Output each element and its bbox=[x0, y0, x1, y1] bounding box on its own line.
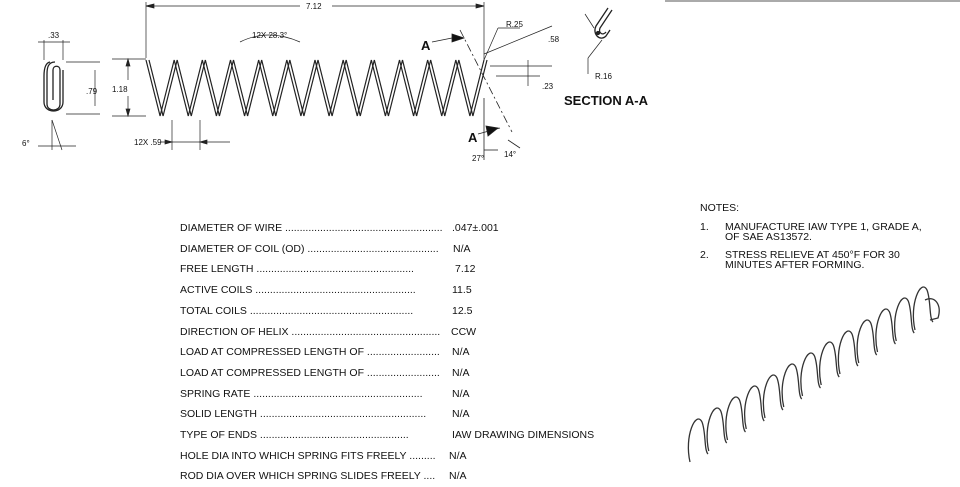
spec-label: TYPE OF ENDS ...........................… bbox=[180, 429, 409, 442]
spring-drawing: .33 .79 6° 7.12 1.18 12X 28.3° 12X .59 bbox=[22, 0, 960, 463]
spec-row: SPRING RATE ............................… bbox=[180, 384, 594, 405]
spec-value: 11.5 bbox=[452, 284, 472, 297]
spec-value: N/A bbox=[453, 242, 471, 255]
dim-pitch: 12X .59 bbox=[134, 138, 162, 147]
dim-angle-27: 27° bbox=[472, 154, 484, 163]
notes-block: NOTES: 1. MANUFACTURE IAW TYPE 1, GRADE … bbox=[700, 202, 940, 278]
spec-label: LOAD AT COMPRESSED LENGTH OF ...........… bbox=[180, 346, 440, 359]
spec-value: N/A bbox=[449, 449, 467, 462]
spec-value: 12.5 bbox=[452, 304, 473, 317]
dim-23: .23 bbox=[542, 82, 554, 91]
spring-spec-table: DIAMETER OF WIRE .......................… bbox=[180, 218, 594, 487]
spec-label: DIRECTION OF HELIX .....................… bbox=[180, 325, 441, 338]
spec-row: TOTAL COILS ............................… bbox=[180, 301, 594, 322]
section-marker-bottom: A bbox=[468, 130, 478, 145]
note-text: STRESS RELIEVE AT 450°F FOR 30 MINUTES A… bbox=[725, 249, 900, 271]
section-view-hook bbox=[584, 7, 613, 74]
dim-radius-outer: R.25 bbox=[506, 20, 523, 29]
spec-value: N/A bbox=[452, 408, 470, 421]
spec-label: SPRING RATE ............................… bbox=[180, 387, 423, 400]
spec-row: HOLE DIA INTO WHICH SPRING FITS FREELY .… bbox=[180, 446, 594, 467]
section-marker-top: A bbox=[421, 38, 431, 53]
spec-row: LOAD AT COMPRESSED LENGTH OF ...........… bbox=[180, 363, 594, 384]
spec-row: TYPE OF ENDS ...........................… bbox=[180, 425, 594, 446]
free-height-dim bbox=[112, 57, 146, 118]
spec-value: 7.12 bbox=[455, 263, 476, 276]
spec-row: DIAMETER OF WIRE .......................… bbox=[180, 218, 594, 239]
spec-row: SOLID LENGTH ...........................… bbox=[180, 404, 594, 425]
spring-coils bbox=[145, 59, 488, 117]
dim-radius-inner: R.16 bbox=[595, 72, 612, 81]
section-line bbox=[431, 29, 521, 160]
spec-value: N/A bbox=[452, 346, 470, 359]
spec-row: DIAMETER OF COIL (OD) ..................… bbox=[180, 239, 594, 260]
note-number: 2. bbox=[700, 249, 709, 261]
overall-length-dim bbox=[145, 2, 485, 60]
note-number: 1. bbox=[700, 221, 709, 233]
dim-overall-length: 7.12 bbox=[306, 2, 322, 11]
pitch-angle-dim bbox=[239, 34, 301, 43]
spec-value: .047±.001 bbox=[452, 222, 499, 234]
spec-label: DIAMETER OF WIRE .......................… bbox=[180, 222, 443, 234]
dim-end-width: .33 bbox=[48, 31, 60, 40]
section-title: SECTION A-A bbox=[564, 93, 649, 108]
isometric-spring-view bbox=[687, 286, 940, 463]
spec-value: IAW DRAWING DIMENSIONS bbox=[452, 429, 595, 442]
spec-label: ACTIVE COILS ...........................… bbox=[180, 284, 416, 297]
dim-pitch-angle: 12X 28.3° bbox=[252, 31, 287, 40]
dim-58: .58 bbox=[548, 35, 560, 44]
dim-end-angle: 6° bbox=[22, 139, 30, 148]
spec-row: DIRECTION OF HELIX .....................… bbox=[180, 322, 594, 343]
spec-row: LOAD AT COMPRESSED LENGTH OF ...........… bbox=[180, 342, 594, 363]
spec-value: CCW bbox=[451, 325, 477, 338]
end-view bbox=[43, 61, 64, 112]
dim-end-height: .79 bbox=[86, 87, 98, 96]
note-text: MANUFACTURE IAW TYPE 1, GRADE A, OF SAE … bbox=[725, 221, 922, 243]
spec-label: FREE LENGTH ............................… bbox=[180, 263, 414, 276]
notes-title: NOTES: bbox=[700, 202, 740, 214]
spec-value: N/A bbox=[452, 387, 470, 400]
spec-label: SOLID LENGTH ...........................… bbox=[180, 408, 427, 421]
end-detail-dims bbox=[483, 25, 553, 86]
dim-angle-14: 14° bbox=[504, 150, 516, 159]
dim-free-height: 1.18 bbox=[112, 85, 128, 94]
end-view-dims bbox=[38, 40, 100, 151]
spec-value: N/A bbox=[452, 366, 470, 379]
spec-label: DIAMETER OF COIL (OD) ..................… bbox=[180, 242, 439, 255]
spec-label: LOAD AT COMPRESSED LENGTH OF ...........… bbox=[180, 366, 440, 379]
pitch-dim bbox=[160, 120, 230, 150]
note-item: 1. MANUFACTURE IAW TYPE 1, GRADE A, OF S… bbox=[700, 221, 940, 243]
spec-row: FREE LENGTH ............................… bbox=[180, 259, 594, 280]
spec-label: HOLE DIA INTO WHICH SPRING FITS FREELY .… bbox=[180, 449, 436, 462]
spec-row: ACTIVE COILS ...........................… bbox=[180, 280, 594, 301]
note-item: 2. STRESS RELIEVE AT 450°F FOR 30 MINUTE… bbox=[700, 249, 940, 271]
spec-label: TOTAL COILS ............................… bbox=[180, 304, 414, 317]
